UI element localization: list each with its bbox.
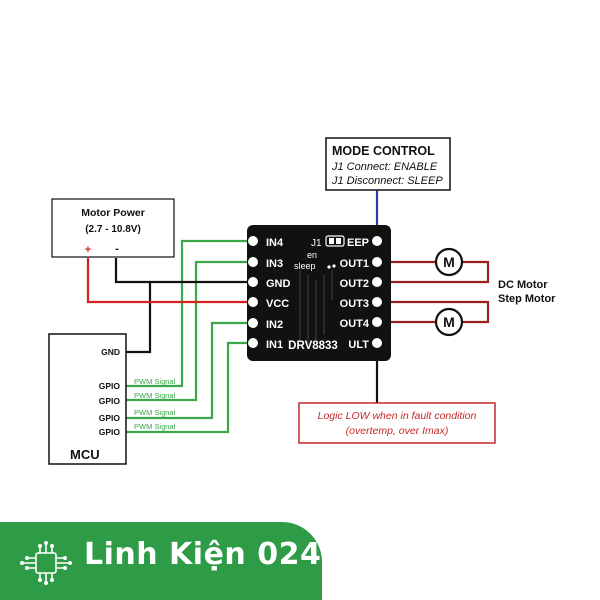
pwm-signal-label: PWM Signal xyxy=(134,422,176,431)
motor-power-plus: + xyxy=(85,244,91,256)
pin-in4: IN4 xyxy=(266,237,284,249)
board-traces xyxy=(299,270,333,345)
sleep-label: sleep xyxy=(294,261,316,271)
pin-out4: OUT4 xyxy=(340,318,370,330)
pin-eep: EEP xyxy=(347,237,369,249)
pwm-wire-in2 xyxy=(126,321,252,420)
pin-gnd: GND xyxy=(266,278,291,290)
motor-1: M xyxy=(434,247,464,277)
motor-label-dc: DC Motor xyxy=(498,279,548,291)
pin-in2: IN2 xyxy=(266,319,283,331)
pwm-labels: PWM Signal PWM Signal PWM Signal PWM Sig… xyxy=(134,377,176,431)
pwm-wire-in4 xyxy=(126,239,252,388)
mode-control-line1: J1 Connect: ENABLE xyxy=(331,161,438,173)
fault-line2: (overtemp, over Imax) xyxy=(346,425,449,437)
vcc-wire xyxy=(86,258,252,304)
en-label: en xyxy=(307,250,317,260)
mcu-gpio-label: GPIO xyxy=(99,396,121,406)
fault-line1: Logic LOW when in fault condition xyxy=(318,410,477,422)
pin-out3: OUT3 xyxy=(340,298,369,310)
motor-label-step: Step Motor xyxy=(498,293,556,305)
pin-in3: IN3 xyxy=(266,258,283,270)
mode-control-line2: J1 Disconnect: SLEEP xyxy=(331,175,443,187)
motor-power-minus: - xyxy=(115,243,119,255)
left-pin-holes xyxy=(248,236,258,348)
brand-banner xyxy=(0,522,322,600)
mcu-gpio-label: GPIO xyxy=(99,427,121,437)
chip-logo-icon xyxy=(20,541,72,585)
pwm-wire-in1 xyxy=(126,341,252,434)
pwm-signal-label: PWM Signal xyxy=(134,391,176,400)
fault-box: Logic LOW when in fault condition (overt… xyxy=(298,402,496,444)
pin-vcc: VCC xyxy=(266,298,289,310)
brand-name: Linh Kiện 024 xyxy=(84,537,322,572)
j1-label: J1 xyxy=(311,238,322,249)
pin-ult: ULT xyxy=(348,339,369,351)
motor-power-box: Motor Power (2.7 - 10.8V) + - xyxy=(51,198,175,258)
j1-jumper xyxy=(325,235,345,247)
pin-out1: OUT1 xyxy=(340,258,369,270)
mcu-gpio-label: GPIO xyxy=(99,413,121,423)
pin-out2: OUT2 xyxy=(340,278,369,290)
motor-symbol: M xyxy=(443,254,455,270)
pin-in1: IN1 xyxy=(266,339,283,351)
mcu-box: GND GPIO GPIO GPIO GPIO MCU xyxy=(48,333,127,465)
mcu-gpio-label: GPIO xyxy=(99,381,121,391)
motor2-wire xyxy=(377,300,490,324)
motor1-wire xyxy=(377,260,490,284)
mcu-title: MCU xyxy=(70,447,100,462)
mode-control-box: MODE CONTROL J1 Connect: ENABLE J1 Disco… xyxy=(325,137,451,191)
right-pin-holes xyxy=(372,236,382,348)
mcu-gnd-label: GND xyxy=(101,347,120,357)
pwm-signal-label: PWM Signal xyxy=(134,408,176,417)
drv8833-board: IN4 IN3 GND VCC IN2 IN1 EEP OUT1 OUT2 OU… xyxy=(247,225,391,361)
pwm-wire-in3 xyxy=(126,260,252,402)
gnd-wire-mcu xyxy=(126,280,252,354)
motor-power-range: (2.7 - 10.8V) xyxy=(85,224,141,235)
mode-control-title: MODE CONTROL xyxy=(332,144,435,158)
pwm-signal-label: PWM Signal xyxy=(134,377,176,386)
motor-2: M xyxy=(434,307,464,337)
chip-label: DRV8833 xyxy=(288,340,338,352)
gnd-wire-power xyxy=(114,258,150,284)
motor-symbol: M xyxy=(443,314,455,330)
motor-power-title: Motor Power xyxy=(81,207,145,219)
